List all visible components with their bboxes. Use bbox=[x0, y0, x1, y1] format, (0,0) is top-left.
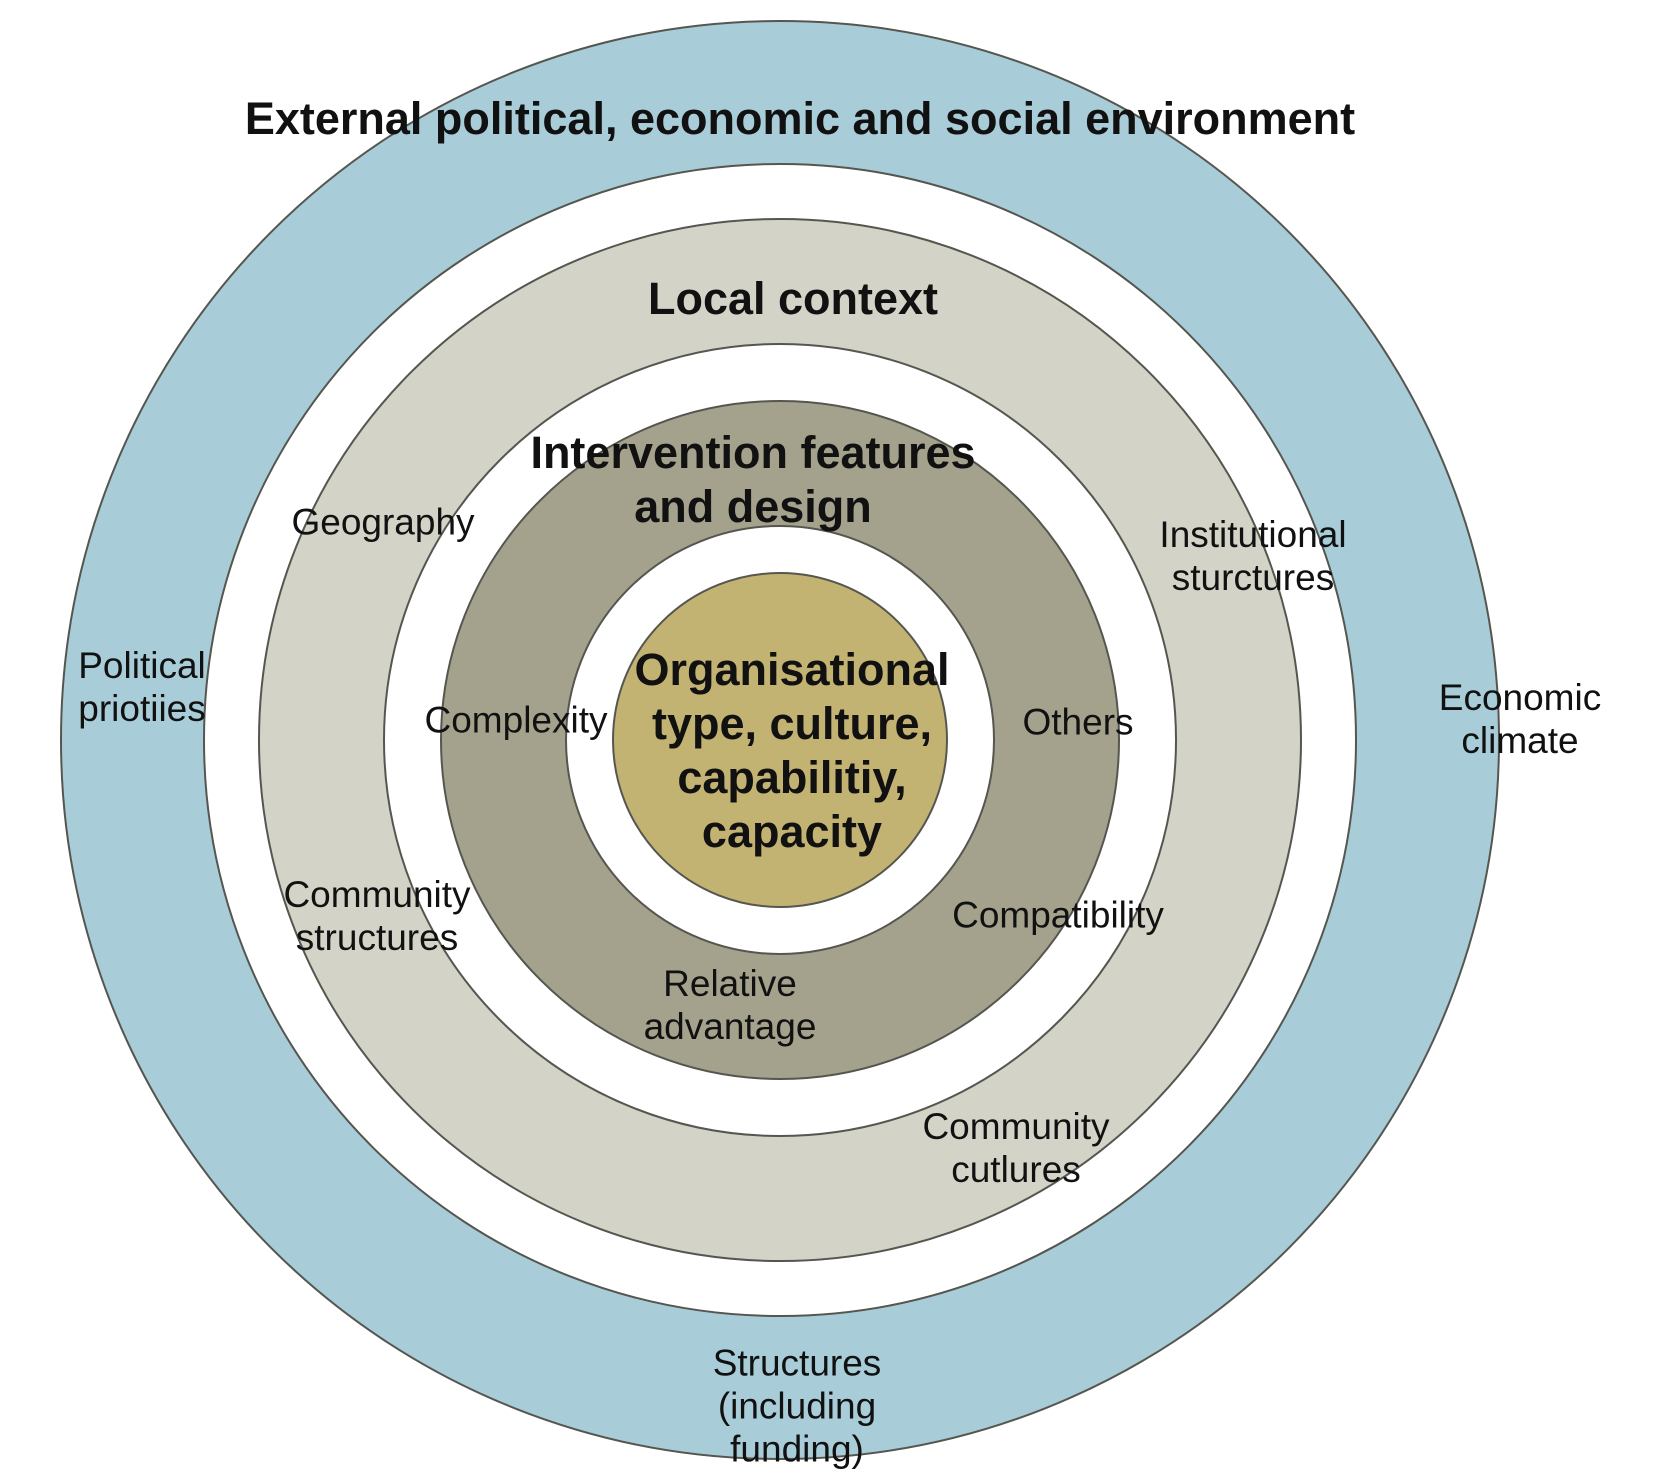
label-relative-advantage-line2: advantage bbox=[643, 1006, 817, 1047]
ring-title-local-context: Local context bbox=[647, 273, 939, 324]
core-title-line1: Organisational bbox=[634, 644, 950, 695]
core-title-line4: capacity bbox=[701, 806, 883, 857]
core-title: Organisational type, culture, capabiliti… bbox=[634, 643, 949, 859]
label-complexity: Complexity bbox=[424, 699, 608, 741]
label-economic-climate: Economic climate bbox=[1439, 676, 1601, 762]
ring-title-intervention-line1: Intervention features bbox=[530, 427, 976, 478]
label-structures-funding-line3: funding) bbox=[730, 1428, 864, 1470]
label-community-structures-line2: structures bbox=[295, 917, 459, 958]
label-economic-climate-line2: climate bbox=[1461, 720, 1579, 761]
label-structures-funding-line1: Structures bbox=[712, 1342, 882, 1384]
label-community-cultures: Community cutlures bbox=[922, 1105, 1109, 1191]
label-structures-funding: Structures (including funding) bbox=[713, 1342, 882, 1471]
label-others: Others bbox=[1022, 701, 1134, 743]
label-institutional-structures: Institutional sturctures bbox=[1159, 513, 1346, 599]
core-title-line3: capabilitiy, bbox=[677, 752, 907, 803]
label-political-priorities-line1: Political bbox=[78, 645, 206, 686]
label-economic-climate-line1: Economic bbox=[1438, 677, 1602, 718]
label-relative-advantage-line1: Relative bbox=[663, 963, 797, 1004]
label-geography: Geography bbox=[291, 501, 475, 543]
ring-title-external-environment: External political, economic and social … bbox=[244, 93, 1356, 144]
label-institutional-structures-line2: sturctures bbox=[1171, 557, 1335, 598]
label-community-cultures-line2: cutlures bbox=[951, 1149, 1081, 1190]
core-title-line2: type, culture, bbox=[651, 698, 933, 749]
label-community-structures: Community structures bbox=[283, 873, 470, 959]
core-circle bbox=[612, 572, 948, 908]
label-compatibility: Compatibility bbox=[952, 894, 1164, 936]
ring-title-intervention-line2: and design bbox=[634, 481, 872, 532]
label-relative-advantage: Relative advantage bbox=[644, 962, 817, 1048]
label-community-structures-line1: Community bbox=[283, 874, 471, 915]
label-institutional-structures-line1: Institutional bbox=[1159, 514, 1347, 555]
label-political-priorities-line2: priotiies bbox=[78, 688, 206, 729]
label-structures-funding-line2: (including bbox=[717, 1385, 877, 1427]
ring-title-intervention-features: Intervention features and design bbox=[530, 426, 975, 534]
label-community-cultures-line1: Community bbox=[922, 1106, 1110, 1147]
label-political-priorities: Political priotiies bbox=[78, 644, 206, 730]
